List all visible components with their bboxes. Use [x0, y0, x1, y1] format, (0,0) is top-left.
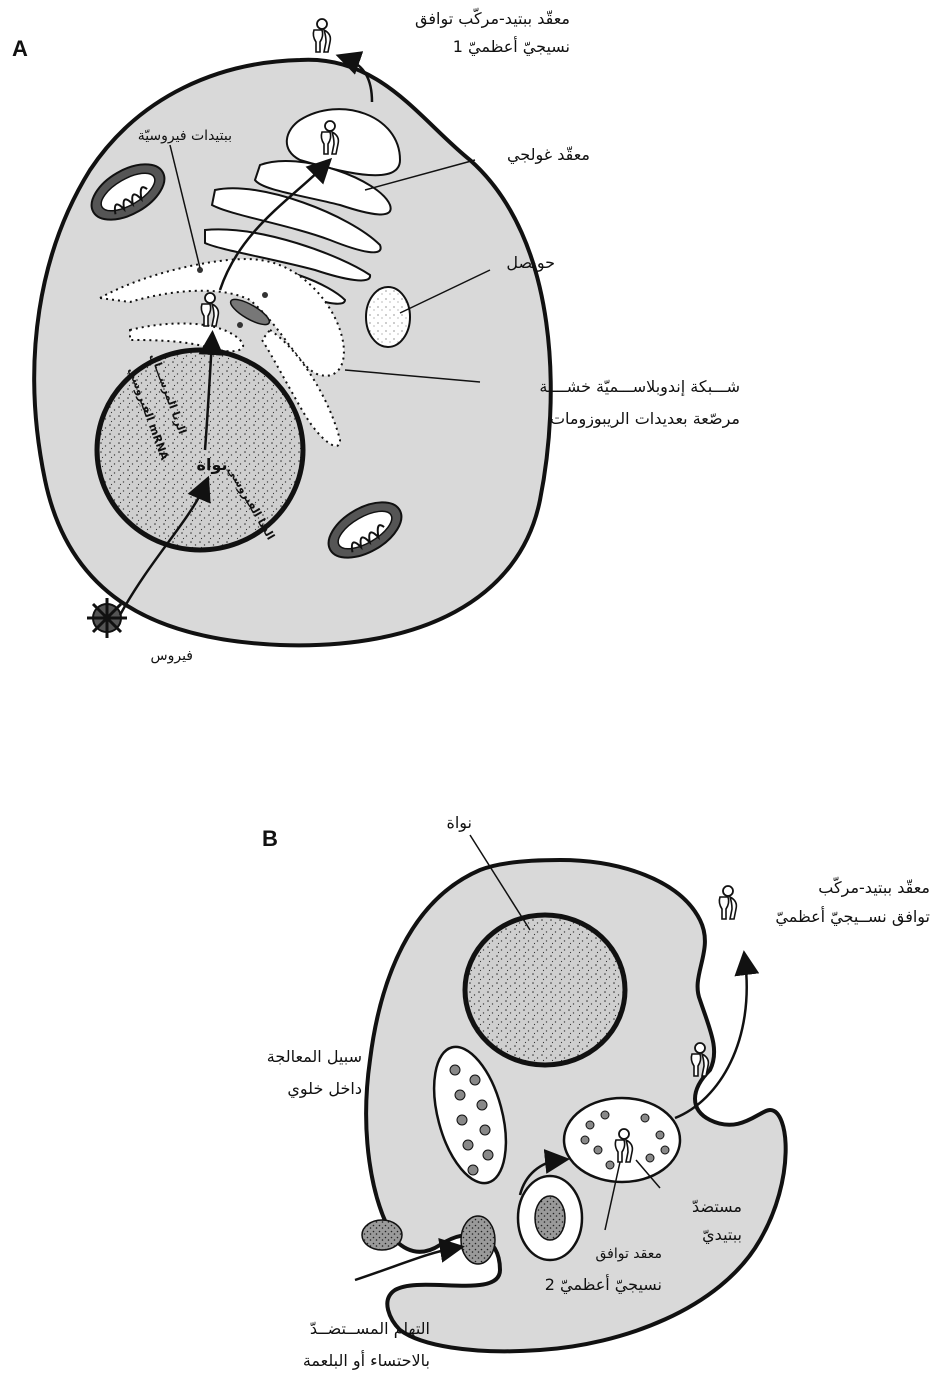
label-mhc2-line1: معقّد ببتيد-مركّب: [818, 875, 930, 898]
label-fusion-line1: التهام المســتضــدّ: [310, 1319, 430, 1339]
uptake-arrow: [355, 1248, 455, 1280]
antigen-engulfed: [461, 1216, 495, 1264]
label-nucleus-a: نواة: [197, 455, 228, 474]
label-viral-peptides: ببتيدات فيروسيّة: [138, 128, 232, 144]
panel-a-letter: A: [12, 36, 28, 61]
label-pathway-line1: سبيل المعالجة: [267, 1047, 362, 1066]
label-mhc2-complex-line1: معقد توافق: [595, 1246, 662, 1262]
label-nucleus-b: نواة: [446, 813, 472, 833]
label-mhc2-line2: توافق نســيجيّ أعظميّ: [775, 906, 930, 927]
antigen-outside: [362, 1220, 402, 1250]
label-rer-line2: مرصّعة بعديدات الريبوزومات: [550, 409, 740, 429]
label-rer-line1: شـــبكة إندوبلاســـميّة خشـــنة: [539, 377, 740, 397]
label-golgi: معقّد غولجي: [507, 145, 590, 165]
mhc1-surface-icon: [313, 19, 330, 52]
label-antigen-line2: ببتيديّ: [702, 1225, 742, 1245]
label-mhc1-line2: نسيجيّ أعظميّ 1: [453, 36, 570, 57]
mhc2-surface-icon: [719, 886, 736, 919]
vesicle: [366, 287, 410, 347]
nucleus-b: [465, 915, 625, 1065]
panel-a: A: [12, 6, 740, 664]
label-vesicle: حويصل: [506, 253, 555, 273]
panel-b: B: [262, 813, 930, 1371]
virus-icon: [87, 598, 127, 638]
endosome: [518, 1176, 582, 1260]
label-antigen-line1: مستضدّ: [692, 1197, 742, 1216]
nucleus-a: [97, 350, 303, 550]
label-virus: فيروس: [151, 648, 194, 664]
label-fusion-line2: بالاحتساء أو البلعمة: [303, 1350, 430, 1371]
label-pathway-line2: داخل خلوي: [287, 1079, 362, 1099]
label-mhc1-line1: معقّد ببتيد-مركّب توافق: [415, 6, 570, 29]
panel-b-letter: B: [262, 826, 278, 851]
label-mhc2-complex-line2: نسيجيّ أعظميّ 2: [545, 1274, 662, 1295]
